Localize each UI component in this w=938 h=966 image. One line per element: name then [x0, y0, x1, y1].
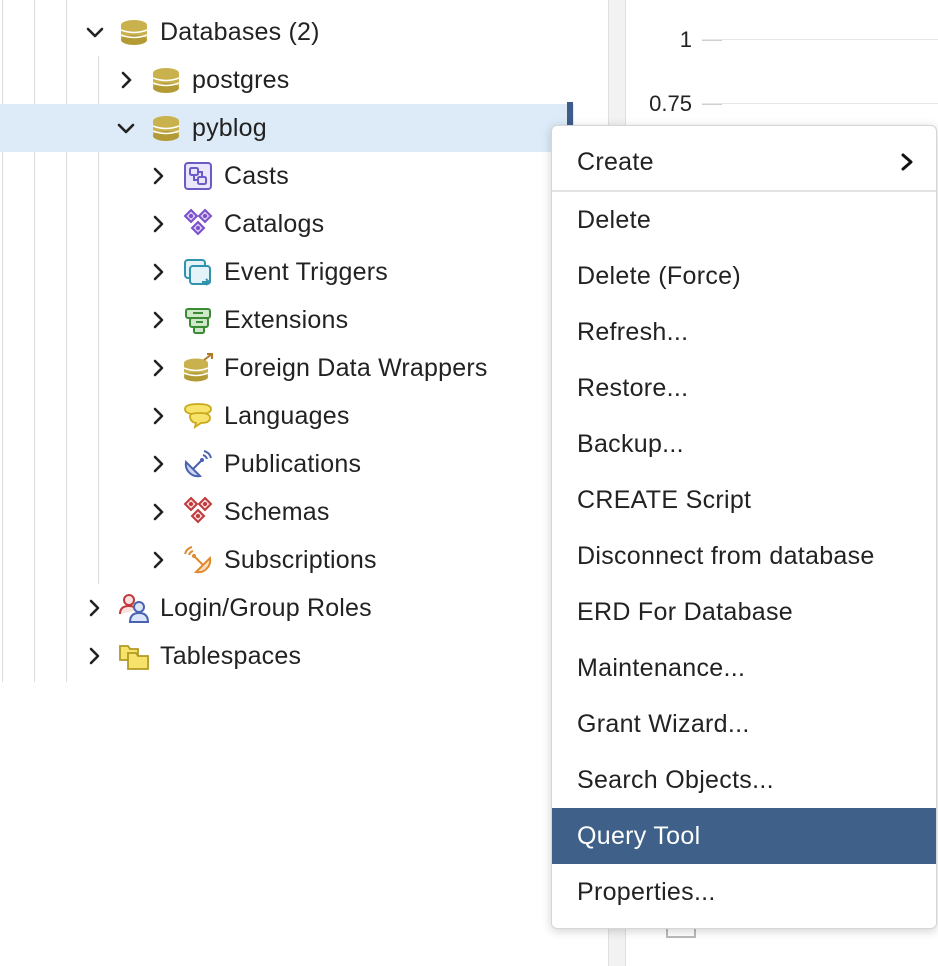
catalogs-icon: [182, 208, 214, 240]
tree-item-label: Casts: [224, 162, 289, 190]
chevron-right-icon[interactable]: [147, 453, 169, 475]
tree-item-databases[interactable]: Databases (2): [0, 8, 574, 56]
tree-guide-line: [66, 0, 67, 682]
tree-item-pyblog[interactable]: pyblog: [0, 104, 574, 152]
menu-item-query-tool[interactable]: Query Tool: [552, 808, 936, 864]
grid-line: [702, 39, 938, 40]
chevron-right-icon: [901, 153, 913, 171]
tree-item-label: Databases (2): [160, 18, 320, 46]
tree-item-label: Event Triggers: [224, 258, 388, 286]
chevron-right-icon[interactable]: [147, 405, 169, 427]
tree-item-subscriptions[interactable]: Subscriptions: [0, 536, 574, 584]
menu-item-properties[interactable]: Properties...: [577, 878, 716, 906]
database-icon: [150, 64, 182, 96]
tree-item-label: Extensions: [224, 306, 349, 334]
database-icon: [150, 112, 182, 144]
tree-item-label: Catalogs: [224, 210, 325, 238]
databases-icon: [118, 16, 150, 48]
chevron-right-icon[interactable]: [147, 357, 169, 379]
menu-item-delete[interactable]: Delete: [577, 206, 652, 234]
tree-item-schemas[interactable]: Schemas: [0, 488, 574, 536]
menu-item-search-objects[interactable]: Search Objects...: [577, 766, 774, 794]
tree-item-label: Schemas: [224, 498, 330, 526]
menu-item-disconnect[interactable]: Disconnect from database: [577, 542, 875, 570]
login-group-roles-icon: [118, 592, 150, 624]
tree-item-label: Publications: [224, 450, 362, 478]
chevron-right-icon[interactable]: [147, 501, 169, 523]
chevron-right-icon[interactable]: [83, 645, 105, 667]
languages-icon: [182, 400, 214, 432]
menu-item-maintenance[interactable]: Maintenance...: [577, 654, 746, 682]
chevron-right-icon[interactable]: [147, 165, 169, 187]
chevron-right-icon[interactable]: [115, 69, 137, 91]
tree-item-label: postgres: [192, 66, 290, 94]
menu-item-create[interactable]: Create: [552, 134, 936, 190]
chevron-right-icon[interactable]: [83, 597, 105, 619]
tree-item-publications[interactable]: Publications: [0, 440, 574, 488]
chevron-down-icon[interactable]: [84, 21, 106, 43]
subscriptions-icon: [182, 544, 214, 576]
tree-guide-line: [2, 0, 3, 682]
y-tick-mark: [702, 39, 722, 41]
legend-box: [666, 920, 696, 938]
tree-item-login-group-roles[interactable]: Login/Group Roles: [0, 584, 574, 632]
casts-icon: [182, 160, 214, 192]
tree-item-label: Login/Group Roles: [160, 594, 372, 622]
event-triggers-icon: [182, 256, 214, 288]
chevron-right-icon[interactable]: [147, 261, 169, 283]
tree-guide-line: [98, 56, 99, 584]
tree-item-catalogs[interactable]: Catalogs: [0, 200, 574, 248]
y-tick-label: 0.75: [649, 91, 692, 116]
tree-item-label: Languages: [224, 402, 350, 430]
context-menu: Create Delete Delete (Force) Refresh... …: [551, 125, 937, 929]
menu-item-refresh[interactable]: Refresh...: [577, 318, 689, 346]
chevron-right-icon[interactable]: [147, 549, 169, 571]
menu-item-create-script[interactable]: CREATE Script: [577, 486, 752, 514]
tree-item-label: Tablespaces: [160, 642, 302, 670]
grid-line: [702, 103, 938, 104]
tree-item-foreign-data-wrappers[interactable]: Foreign Data Wrappers: [0, 344, 574, 392]
chevron-right-icon[interactable]: [147, 309, 169, 331]
tree-item-casts[interactable]: Casts: [0, 152, 574, 200]
tree-guide-line: [34, 0, 35, 682]
menu-separator: [552, 190, 936, 192]
chevron-right-icon[interactable]: [147, 213, 169, 235]
publications-icon: [182, 448, 214, 480]
extensions-icon: [182, 304, 214, 336]
foreign-data-wrappers-icon: [182, 352, 214, 384]
schemas-icon: [182, 496, 214, 528]
tree-item-tablespaces[interactable]: Tablespaces: [0, 632, 574, 680]
tree-item-label: Subscriptions: [224, 546, 377, 574]
tree-item-languages[interactable]: Languages: [0, 392, 574, 440]
object-explorer-tree: Databases (2) postgres pyblog Casts: [0, 0, 574, 682]
tree-item-label: Foreign Data Wrappers: [224, 354, 488, 382]
chevron-down-icon[interactable]: [115, 117, 137, 139]
tree-item-label: pyblog: [192, 114, 267, 142]
menu-item-backup[interactable]: Backup...: [577, 430, 684, 458]
tablespaces-icon: [118, 640, 150, 672]
tree-item-postgres[interactable]: postgres: [0, 56, 574, 104]
y-tick-mark: [702, 103, 722, 105]
menu-item-grant-wizard[interactable]: Grant Wizard...: [577, 710, 750, 738]
menu-item-label: Create: [577, 148, 654, 176]
tree-item-extensions[interactable]: Extensions: [0, 296, 574, 344]
menu-item-delete-force[interactable]: Delete (Force): [577, 262, 741, 290]
menu-item-restore[interactable]: Restore...: [577, 374, 689, 402]
menu-item-erd[interactable]: ERD For Database: [577, 598, 793, 626]
y-tick-label: 1: [679, 27, 692, 52]
tree-item-event-triggers[interactable]: Event Triggers: [0, 248, 574, 296]
